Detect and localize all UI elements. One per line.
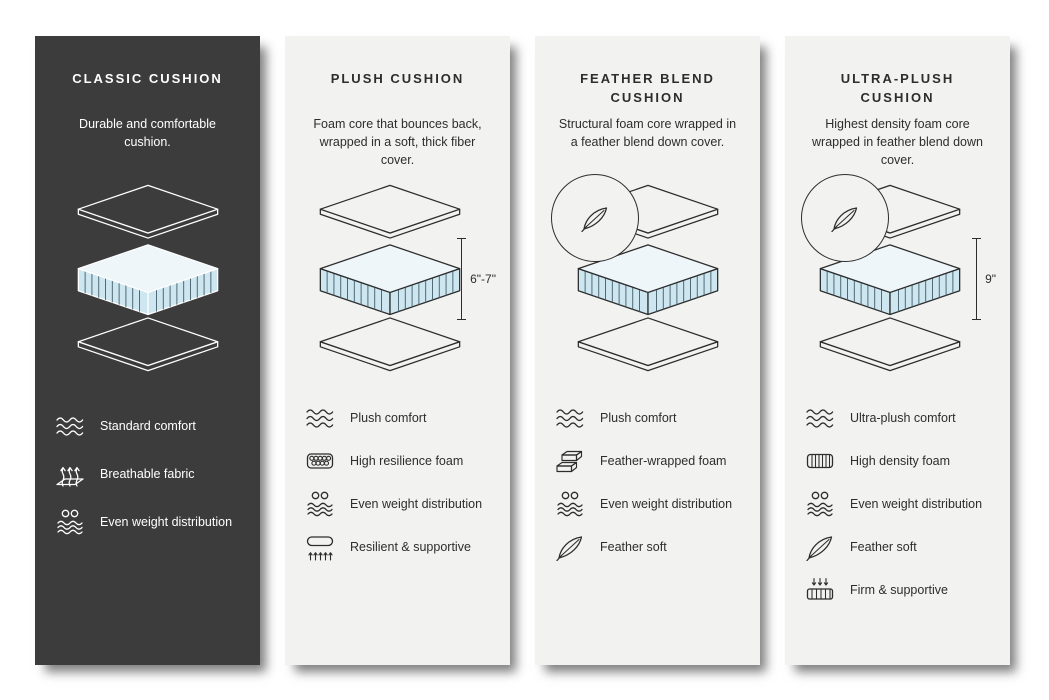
feature-row: Feather soft [553,533,742,561]
measurement-bracket [972,238,982,320]
card-feather-blend-cushion: FEATHER BLEND CUSHION Structural foam co… [535,36,760,665]
card-description: Highest density foam core wrapped in fea… [812,117,983,167]
waves-icon [303,404,337,432]
feature-row: High resilience foam [303,447,492,475]
feather-icon [803,533,837,561]
feather-icon [553,533,587,561]
feather-badge [801,174,889,262]
feature-row: Ultra-plush comfort [803,404,992,432]
weight-distribution-icon [53,508,87,536]
feature-label: High density foam [850,453,951,468]
feature-label: High resilience foam [350,453,464,468]
card-title: FEATHER BLEND CUSHION [580,71,715,105]
feature-label: Resilient & supportive [350,539,471,554]
feature-label: Breathable fabric [100,466,195,481]
resilient-icon [303,533,337,561]
feature-row: Resilient & supportive [303,533,492,561]
feature-row: Firm & supportive [803,576,992,604]
feature-label: Even weight distribution [600,496,733,511]
measurement-label: 9" [985,272,996,286]
feature-row: Standard comfort [53,412,242,440]
feature-row: Feather soft [803,533,992,561]
waves-icon [553,404,587,432]
card-description: Durable and comfortable cushion. [79,117,216,149]
feather-badge [551,174,639,262]
measurement-bracket [457,238,467,320]
feature-label: Feather-wrapped foam [600,453,727,468]
brick-foam-icon [553,447,587,475]
density-foam-icon [803,447,837,475]
measurement-label: 6"-7" [470,272,496,286]
card-row: CLASSIC CUSHION Durable and comfortable … [35,36,1010,665]
feature-row: Plush comfort [303,404,492,432]
card-description: Structural foam core wrapped in a feathe… [558,117,737,149]
card-title: PLUSH CUSHION [330,71,465,86]
waves-icon [803,404,837,432]
feature-label: Plush comfort [600,410,677,425]
height-measurement: 6"-7" [457,238,496,320]
feature-label: Feather soft [600,539,667,554]
cushion-layers-illustration [63,182,233,374]
weight-distribution-icon [803,490,837,518]
card-plush-cushion: PLUSH CUSHION Foam core that bounces bac… [285,36,510,665]
cushion-diagram: 9" [799,174,996,382]
feature-row: High density foam [803,447,992,475]
foam-cells-icon [303,447,337,475]
firm-support-icon [803,576,837,604]
feature-label: Feather soft [850,539,917,554]
card-classic-cushion: CLASSIC CUSHION Durable and comfortable … [35,36,260,665]
cushion-diagram [49,182,246,382]
feature-label: Even weight distribution [350,496,483,511]
cushion-diagram [549,174,746,382]
feather-icon [829,204,861,232]
feature-row: Even weight distribution [53,508,242,536]
card-description: Foam core that bounces back, wrapped in … [313,117,482,167]
card-title: ULTRA-PLUSH CUSHION [840,71,955,105]
weight-distribution-icon [303,490,337,518]
feature-label: Ultra-plush comfort [850,410,956,425]
feature-row: Plush comfort [553,404,742,432]
cushion-diagram: 6"-7" [299,182,496,382]
height-measurement: 9" [972,238,996,320]
feature-row: Even weight distribution [303,490,492,518]
card-title: CLASSIC CUSHION [72,71,223,86]
weight-distribution-icon [553,490,587,518]
feature-label: Firm & supportive [850,582,948,597]
card-ultra-plush-cushion: ULTRA-PLUSH CUSHION Highest density foam… [785,36,1010,665]
feature-row: Even weight distribution [553,490,742,518]
feature-row: Breathable fabric [53,460,242,488]
feature-row: Even weight distribution [803,490,992,518]
feature-label: Standard comfort [100,418,196,433]
breathable-icon [53,460,87,488]
feature-label: Even weight distribution [100,514,233,529]
waves-icon [53,412,87,440]
feature-label: Even weight distribution [850,496,983,511]
feature-label: Plush comfort [350,410,427,425]
cushion-layers-illustration [305,182,475,374]
feature-row: Feather-wrapped foam [553,447,742,475]
feather-icon [579,204,611,232]
